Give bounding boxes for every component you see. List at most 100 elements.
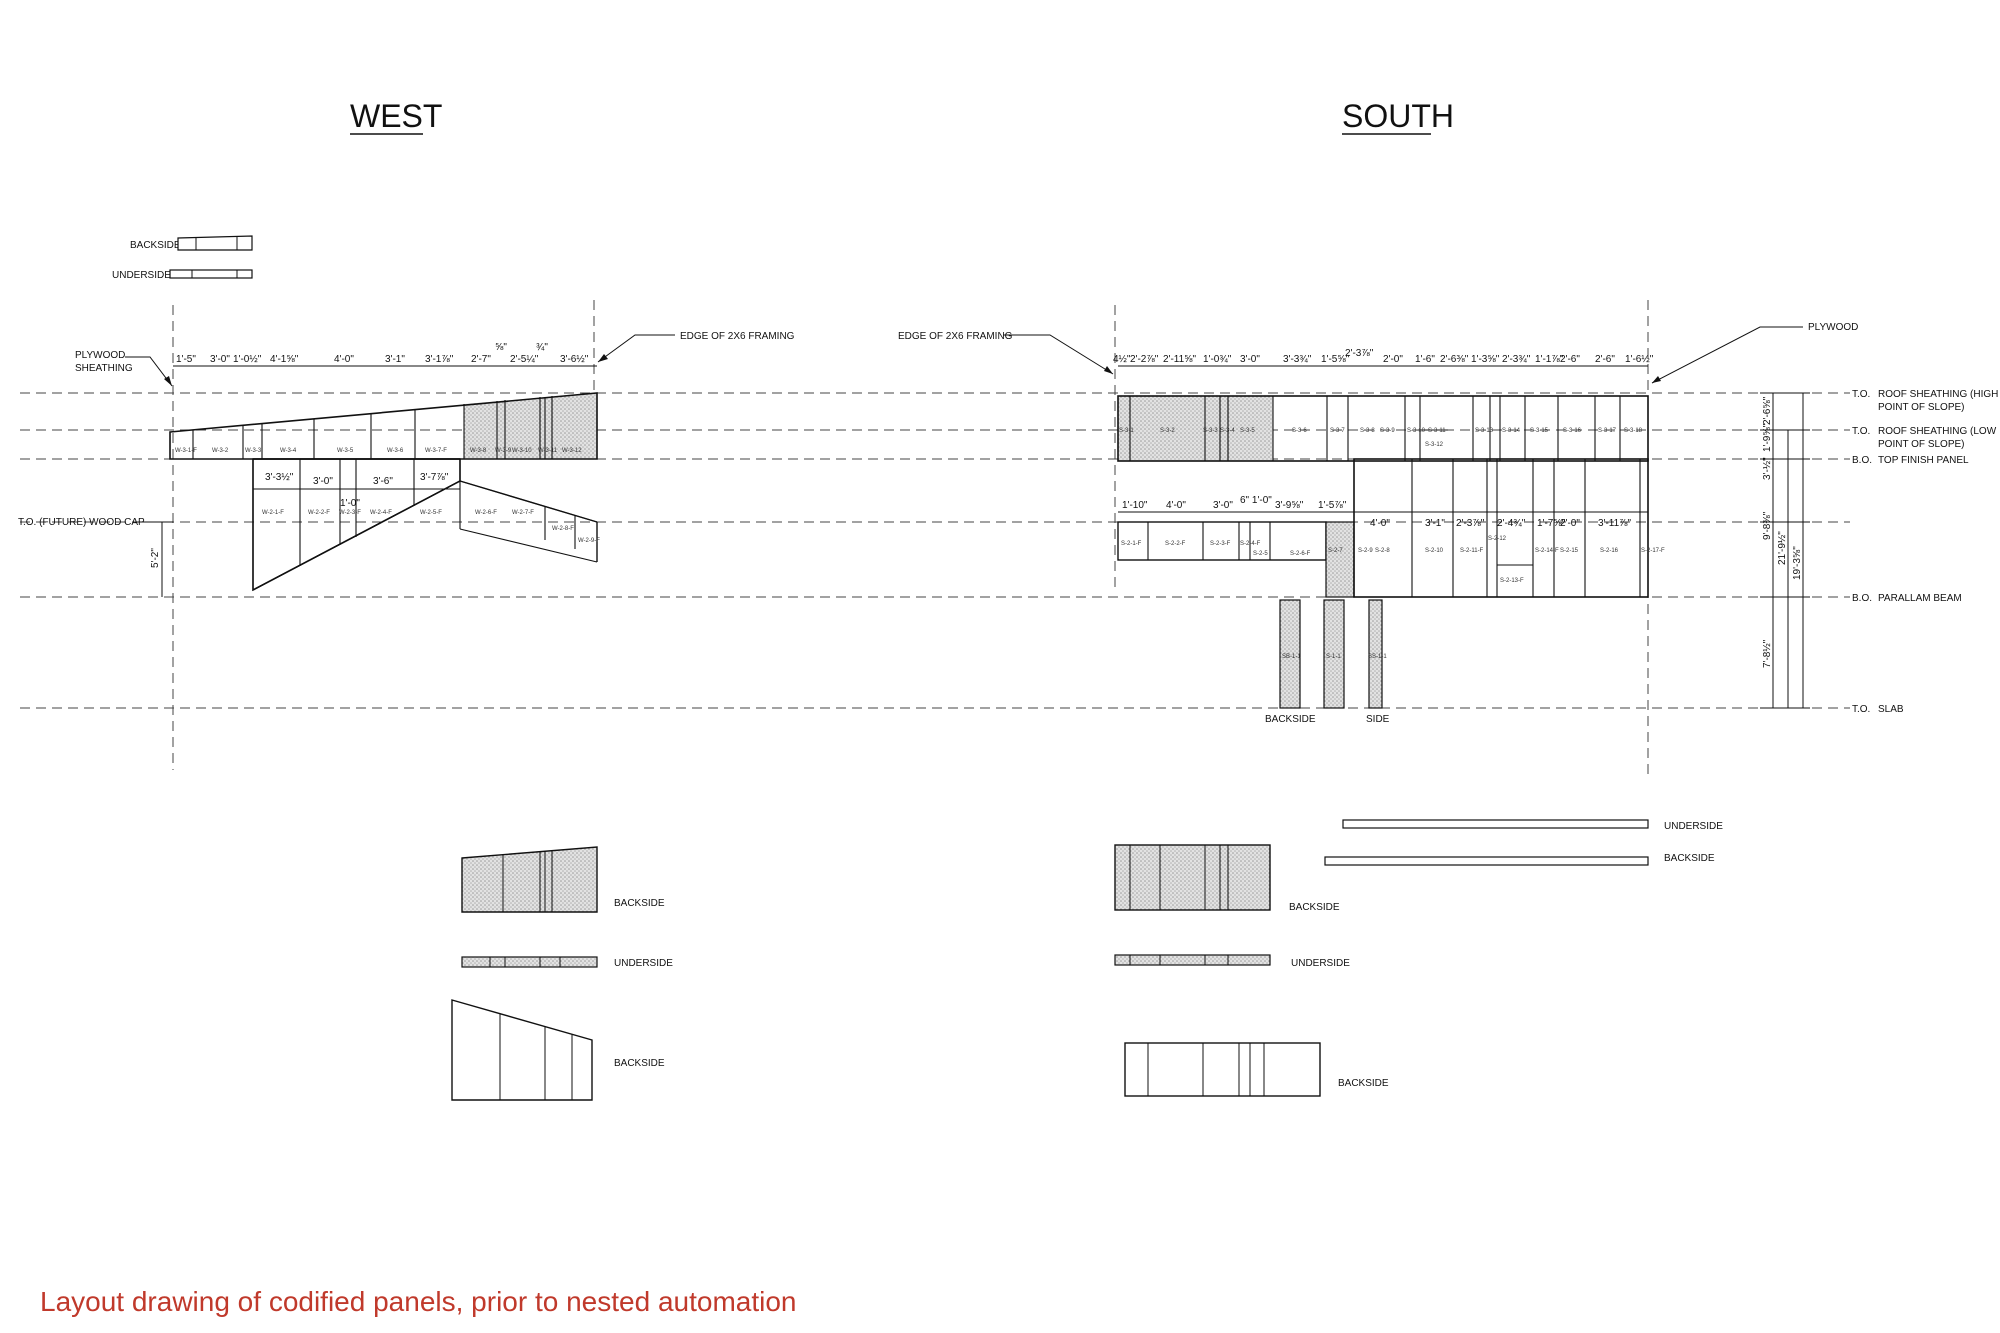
west-underside-1-label: UNDERSIDE	[614, 958, 673, 969]
west-backside-2-label: BACKSIDE	[614, 1058, 665, 1069]
s-code-16: S-3-16	[1563, 428, 1582, 434]
west-lower-dim-2: 3'-0"	[313, 476, 333, 487]
west-dim-5: 4'-0"	[334, 354, 354, 365]
level-1-name: ROOF SHEATHING (HIGH	[1878, 389, 1998, 400]
s-dim-1: 4½"	[1113, 354, 1131, 365]
s-code-18: S-3-18	[1624, 428, 1643, 434]
w-code-7: W-3-7-F	[425, 448, 447, 454]
s-dim-3: 2'-11⅝"	[1163, 354, 1197, 365]
south-top-dimensions: 4½" 2'-2⅞" 2'-11⅝" 1'-0¾" 3'-0" 3'-3¾" 1…	[1113, 348, 1654, 365]
s-r2-dim-12: 2'-0"	[1560, 518, 1580, 529]
south-backside-piece-1: BACKSIDE	[1114, 844, 1340, 913]
s-dim-7: 1'-5⅝"	[1321, 354, 1350, 365]
west-wood-cap-label: T.O. (FUTURE) WOOD CAP	[18, 517, 145, 528]
s-dim-8: 2'-3⅞"	[1345, 348, 1374, 359]
west-dim-1: 1'-5"	[176, 354, 196, 365]
s-r2-code-5: S-2-5	[1253, 551, 1268, 557]
west-dim-9: ⅝"	[495, 342, 507, 353]
s-dim-14: 1'-1⅞"	[1535, 354, 1564, 365]
s-code-3: S-3-3	[1203, 428, 1218, 434]
s-r2-code-7: S-2-7	[1328, 548, 1343, 554]
s-code-8: S-3-8	[1360, 428, 1375, 434]
s-code-5: S-3-5	[1240, 428, 1255, 434]
level-1-name2: POINT OF SLOPE)	[1878, 402, 1965, 413]
south-underside-piece-1: UNDERSIDE	[1114, 954, 1350, 969]
south-backside-2-label: BACKSIDE	[1338, 1078, 1389, 1089]
west-backside-piece-2: BACKSIDE	[451, 999, 665, 1101]
s-r2-dim-8: 3'-1"	[1425, 518, 1445, 529]
w-code-3: W-3-3	[245, 448, 262, 454]
west-elevation: 1'-5" 3'-0" 1'-0½" 4'-1⅝" 4'-0" 3'-1" 3'…	[18, 331, 795, 1101]
s-r2-code-15: S-2-15	[1560, 548, 1579, 554]
s-r2-code-2: S-2-2-F	[1165, 541, 1186, 547]
west-underside-top-label: UNDERSIDE	[112, 270, 171, 281]
s-code-17: S-3-17	[1598, 428, 1617, 434]
s-r2-code-17: S-2-17-F	[1641, 548, 1665, 554]
vertical-dimension-labels: 2'-6⅝" 1'-9⅝" 3'-½" 9'-8⅜" 7'-8½" 21'-9½…	[1762, 396, 1803, 668]
level-2-code: T.O.	[1852, 426, 1870, 437]
s-r2-code-3: S-2-3-F	[1210, 541, 1231, 547]
v-dim-7: 19'-3⅝"	[1792, 546, 1803, 580]
s-code-6: S-3-6	[1292, 428, 1307, 434]
west-lower-dimensions: 3'-3½" 3'-0" 1'-0" 3'-6" 3'-7⅞"	[265, 472, 449, 509]
south-callouts: EDGE OF 2X6 FRAMING PLYWOOD	[898, 322, 1858, 384]
s-r2-dim-7: 4'-0"	[1370, 518, 1390, 529]
west-dim-12: 3'-6½"	[560, 354, 589, 365]
s-col-code-2: S-1-1	[1326, 654, 1341, 660]
west-callouts: PLYWOOD SHEATHING EDGE OF 2X6 FRAMING T.…	[18, 331, 795, 597]
south-row2-dimensions: 1'-10" 4'-0" 3'-0" 6" 1'-0" 3'-9⅝" 1'-5⅞…	[1122, 495, 1632, 529]
west-edge-label: EDGE OF 2X6 FRAMING	[680, 331, 795, 342]
w-low-code-1: W-2-1-F	[262, 510, 284, 516]
west-sheathing-label: SHEATHING	[75, 363, 133, 374]
s-r2-dim-13: 3'-11⅞"	[1598, 518, 1632, 529]
s-dim-11: 2'-6⅜"	[1440, 354, 1469, 365]
south-plywood-label: PLYWOOD	[1808, 322, 1858, 333]
west-top-underside-strip: UNDERSIDE	[112, 269, 253, 281]
s-col-code-1: SB-1-1	[1282, 654, 1301, 660]
west-lower-dim-4: 3'-6"	[373, 476, 393, 487]
s-dim-10: 1'-6"	[1415, 354, 1435, 365]
s-dim-12: 1'-3⅝"	[1471, 354, 1500, 365]
s-code-4: S-3-4	[1220, 428, 1235, 434]
south-backside-strip: BACKSIDE	[1324, 853, 1715, 866]
west-dim-4: 4'-1⅝"	[270, 354, 299, 365]
s-r2-dim-2: 4'-0"	[1166, 500, 1186, 511]
s-dim-17: 1'-6½"	[1625, 354, 1654, 365]
south-edge-label: EDGE OF 2X6 FRAMING	[898, 331, 1013, 342]
s-dim-6: 3'-3¾"	[1283, 354, 1312, 365]
s-r2-code-6: S-2-6-F	[1290, 551, 1311, 557]
west-dim-8: 2'-7"	[471, 354, 491, 365]
west-cap-dim: 5'-2"	[150, 548, 161, 568]
s-r2-code-10: S-2-10	[1425, 548, 1444, 554]
s-r2-code-16: S-2-16	[1600, 548, 1619, 554]
w-code-10: W-3-10	[512, 448, 532, 454]
west-top-backside-strip: BACKSIDE	[130, 235, 253, 251]
s-dim-13: 2'-3¾"	[1502, 354, 1531, 365]
west-plywood-label: PLYWOOD	[75, 350, 125, 361]
w-code-8: W-3-8	[470, 448, 487, 454]
level-5-code: T.O.	[1852, 704, 1870, 715]
s-code-7: S-3-7	[1330, 428, 1345, 434]
s-code-10: S-3-10	[1407, 428, 1426, 434]
west-title-group: WEST	[350, 98, 442, 135]
level-1-code: T.O.	[1852, 389, 1870, 400]
s-dim-4: 1'-0¾"	[1203, 354, 1232, 365]
s-code-9: S-3-9	[1380, 428, 1395, 434]
figure-caption: Layout drawing of codified panels, prior…	[40, 1286, 797, 1317]
v-dim-5: 7'-8½"	[1762, 639, 1773, 668]
west-dim-10: 2'-5¼"	[510, 353, 539, 365]
level-5-name: SLAB	[1878, 704, 1904, 715]
s-r2-dim-9: 2'-3⅞"	[1456, 518, 1485, 529]
s-r2-code-1: S-2-1-F	[1121, 541, 1142, 547]
s-code-11: S-3-11	[1428, 428, 1446, 434]
w-code-6: W-3-6	[387, 448, 404, 454]
s-code-14: S-3-14	[1502, 428, 1521, 434]
west-dim-2: 3'-0"	[210, 354, 230, 365]
level-2-name: ROOF SHEATHING (LOW	[1878, 426, 1997, 437]
w-low-code-4: W-2-4-F	[370, 510, 392, 516]
w-code-12: W-3-12	[562, 448, 582, 454]
s-r2-dim-1: 1'-10"	[1122, 500, 1148, 511]
s-r2-dim-11: 1'-7⅝"	[1537, 518, 1566, 529]
s-code-13: S-3-13	[1475, 428, 1494, 434]
